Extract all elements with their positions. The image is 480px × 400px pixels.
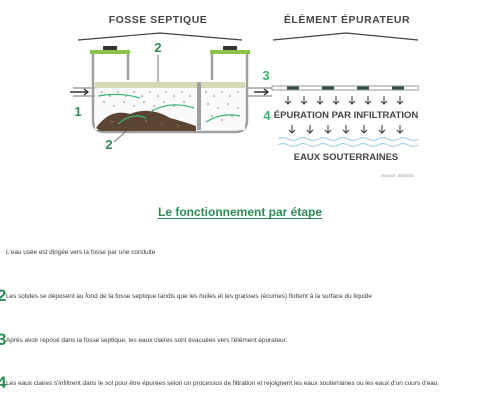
step-text: Après avoir reposé dans la fosse septiqu…: [6, 337, 288, 344]
liquid-dots: [101, 91, 239, 121]
section-title: Le fonctionnement par étape: [157, 205, 323, 219]
flow-arrow-sludge: [117, 115, 147, 125]
septic-diagram: FOSSE SEPTIQUE ÉLÉMENT ÉPURATEUR: [70, 13, 419, 178]
step-text: L'eau usée est dirigée vers la fosse par…: [6, 249, 156, 256]
scum-layer: [95, 82, 245, 88]
flow-arrow-right: [205, 114, 241, 123]
callout-2-bottom: 2: [105, 137, 112, 152]
callout-4: 4: [263, 108, 271, 123]
inlet-pipe: [73, 87, 95, 97]
step-text: Les solides se déposent au fond de la fo…: [6, 293, 372, 300]
flow-arrow-mid: [149, 104, 195, 113]
step-4: 4 Les eaux claires s'infiltrent dans le …: [0, 373, 480, 395]
step-number: 4: [0, 373, 7, 392]
callout-2-bottom-leader: [113, 125, 133, 143]
inlet-arrow-icon: [70, 88, 90, 96]
element-roof-line: [272, 32, 419, 41]
tank-lid-right: [210, 50, 250, 54]
groundwater-label: EAUX SOUTERRAINES: [294, 152, 399, 163]
tank-lid-left-handle: [103, 46, 117, 50]
element-title: ÉLÉMENT ÉPURATEUR: [284, 13, 410, 26]
infiltration-label: ÉPURATION PAR INFILTRATION: [274, 110, 419, 121]
outlet-pipe: [247, 87, 272, 97]
callout-2-top: 2: [154, 40, 161, 55]
tank-lid-left: [90, 50, 130, 54]
step-number: 3: [0, 330, 7, 349]
step-text: Les eaux claires s'infiltrent dans le so…: [6, 380, 440, 387]
source-caption: Source: Batiactu: [381, 173, 415, 178]
callout-1: 1: [74, 104, 81, 119]
tank-lid-right-handle: [223, 46, 237, 50]
step-2: 2 Les solides se déposent au fond de la …: [0, 286, 480, 308]
step-3: 3 Après avoir reposé dans la fosse septi…: [0, 330, 480, 352]
distribution-pipe: [271, 85, 419, 91]
step-number: 2: [0, 286, 7, 305]
fosse-title: FOSSE SEPTIQUE: [109, 14, 208, 26]
groundwater-waves: [277, 136, 419, 148]
fosse-roof-line: [77, 32, 243, 41]
outlet-arrow-icon: [254, 88, 270, 96]
tank-partition: [197, 82, 201, 130]
tank-outline: [91, 54, 249, 134]
infiltration-arrows: [284, 96, 404, 134]
step-1: 1 L'eau usée est dirigée vers la fosse p…: [0, 246, 480, 264]
callout-3: 3: [262, 68, 269, 83]
distribution-segments: [287, 86, 404, 90]
flow-arrow-top: [97, 93, 141, 99]
